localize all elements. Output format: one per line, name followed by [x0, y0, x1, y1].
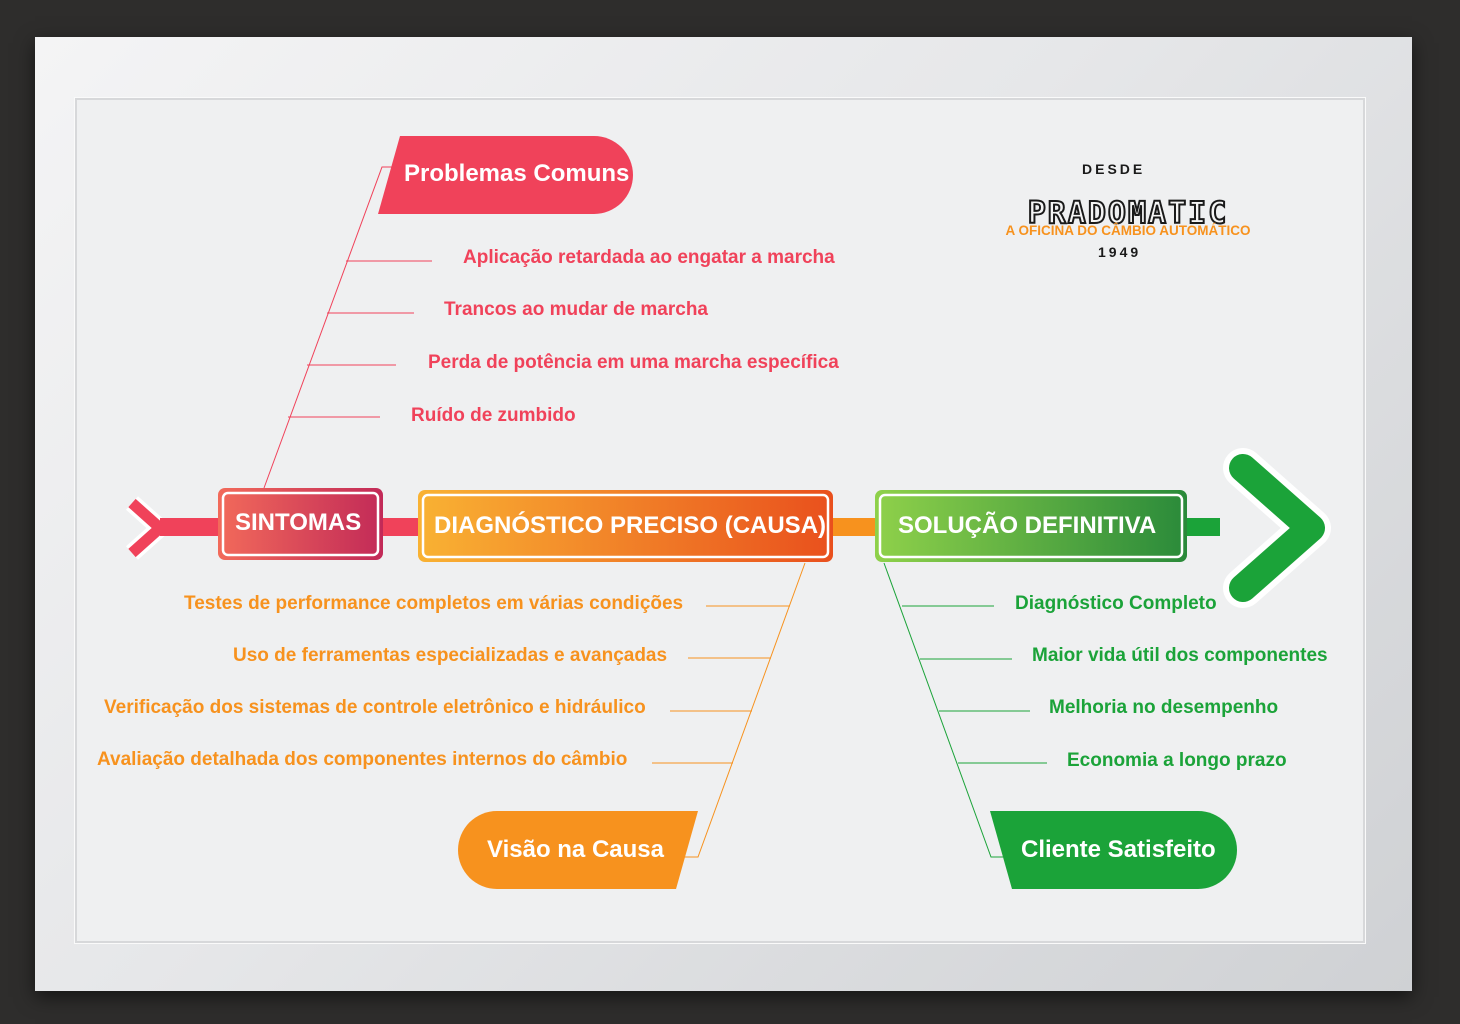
causa-item: Avaliação detalhada dos componentes inte…: [97, 749, 628, 770]
bone-causa: [652, 562, 806, 858]
problemas-item: Aplicação retardada ao engatar a marcha: [463, 247, 835, 268]
header-cliente-shape: [990, 811, 1237, 889]
header-problemas: Problemas Comuns: [404, 160, 630, 187]
solucao-item: Diagnóstico Completo: [1015, 593, 1217, 614]
node-diagnostico: DIAGNÓSTICO PRECISO (CAUSA): [434, 512, 827, 539]
node-diagnostico-box: [418, 490, 833, 562]
node-solucao: SOLUÇÃO DEFINITIVA: [898, 512, 1157, 539]
logo-desde: DESDE: [1082, 161, 1146, 177]
header-visao: Visão na Causa: [487, 836, 664, 863]
node-sintomas: SINTOMAS: [235, 509, 362, 536]
logo-tagline: A OFICINA DO CÂMBIO AUTOMÁTICO: [1005, 223, 1251, 238]
header-cliente: Cliente Satisfeito: [1021, 836, 1216, 863]
causa-item: Uso de ferramentas especializadas e avan…: [233, 645, 668, 666]
header-visao-shape: [458, 811, 698, 889]
solucao-item: Maior vida útil dos componentes: [1032, 645, 1328, 666]
problemas-item: Trancos ao mudar de marcha: [444, 299, 708, 320]
causa-item: Verificação dos sistemas de controle ele…: [104, 697, 646, 718]
bone-problemas: [263, 166, 432, 489]
problemas-item: Ruído de zumbido: [411, 405, 576, 426]
logo-name: PRADOMATIC: [1027, 195, 1229, 232]
header-problemas-shape: [378, 136, 633, 214]
node-sintomas-box: [218, 488, 383, 560]
problemas-item: Perda de potência em uma marcha específi…: [428, 352, 839, 373]
causa-item: Testes de performance completos em vária…: [184, 593, 684, 614]
solucao-item: Economia a longo prazo: [1067, 750, 1287, 771]
logo-year: 1949: [1098, 244, 1142, 260]
solucao-item: Melhoria no desempenho: [1049, 697, 1279, 718]
bone-solucao: [883, 562, 1047, 858]
node-solucao-box: [875, 490, 1187, 562]
